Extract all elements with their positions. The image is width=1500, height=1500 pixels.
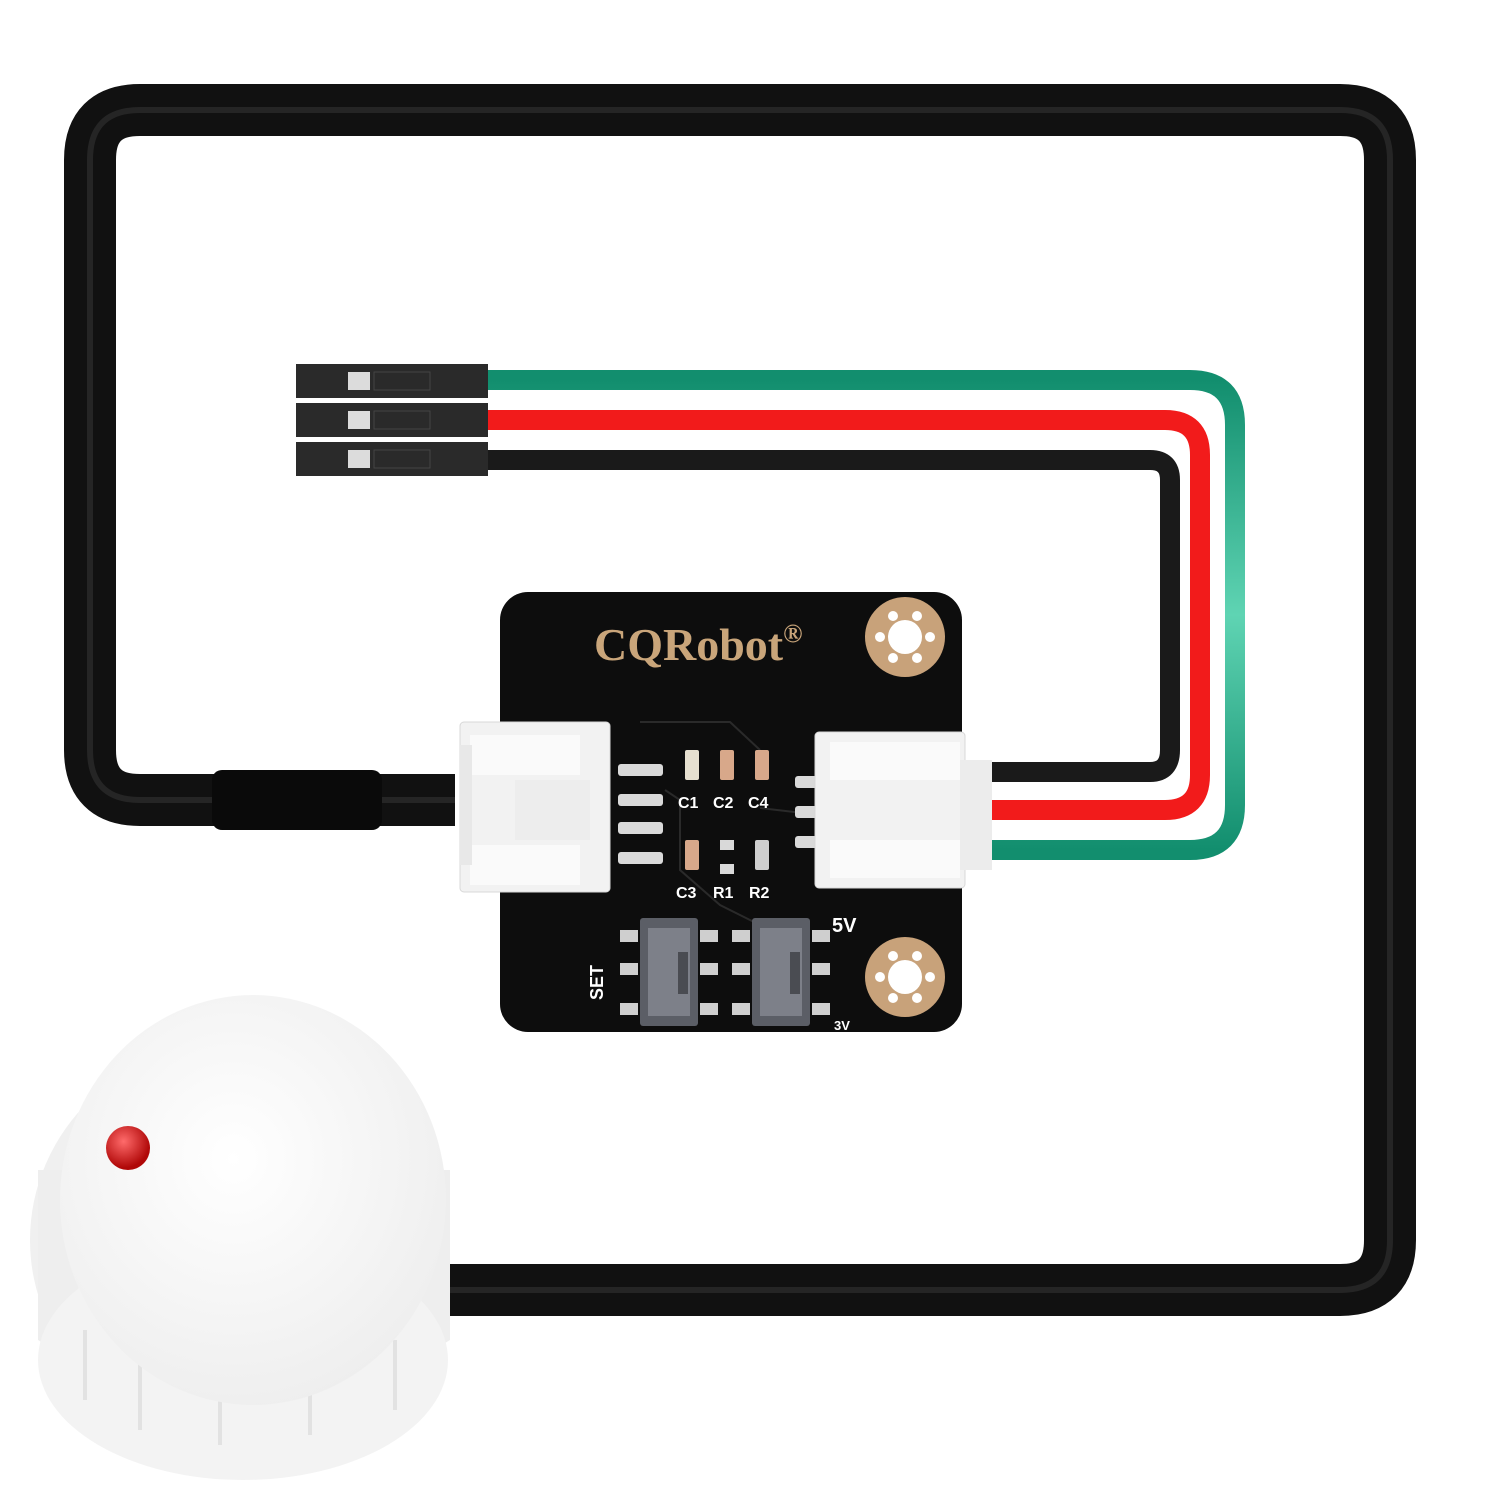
capacitor-c2 <box>720 750 734 780</box>
label-c2: C2 <box>713 795 734 812</box>
label-c4: C4 <box>748 795 769 812</box>
brand-logo: CQRobot® <box>594 619 803 670</box>
label-r2: R2 <box>749 885 770 902</box>
pcb-board: CQRobot® <box>500 592 962 1033</box>
mounting-hole-top <box>865 597 945 677</box>
resistor-r2 <box>755 840 769 870</box>
probe-cable <box>64 84 1416 1316</box>
resistor-r1 <box>720 840 734 874</box>
jst-connector-left <box>459 721 611 893</box>
label-set: SET <box>587 965 607 1000</box>
dupont-connectors <box>296 364 488 476</box>
jst-connector-right <box>814 731 992 889</box>
voltage-switch[interactable] <box>732 918 830 1026</box>
liquid-level-sensor <box>30 995 450 1480</box>
left-connector-pads <box>618 764 663 864</box>
cable-sleeve <box>212 770 382 830</box>
label-3v: 3V <box>834 1018 850 1033</box>
set-switch[interactable] <box>620 918 718 1026</box>
signal-wires <box>488 370 1245 860</box>
label-c1: C1 <box>678 795 699 812</box>
label-5v: 5V <box>832 915 857 937</box>
dupont-connector-green <box>296 364 488 398</box>
indicator-led <box>106 1126 150 1170</box>
capacitor-c3 <box>685 840 699 870</box>
label-r1: R1 <box>713 885 734 902</box>
mounting-hole-bottom <box>865 937 945 1017</box>
dupont-connector-red <box>296 403 488 437</box>
capacitor-c1 <box>685 750 699 780</box>
dupont-connector-black <box>296 442 488 476</box>
label-c3: C3 <box>676 885 697 902</box>
capacitor-c4 <box>755 750 769 780</box>
